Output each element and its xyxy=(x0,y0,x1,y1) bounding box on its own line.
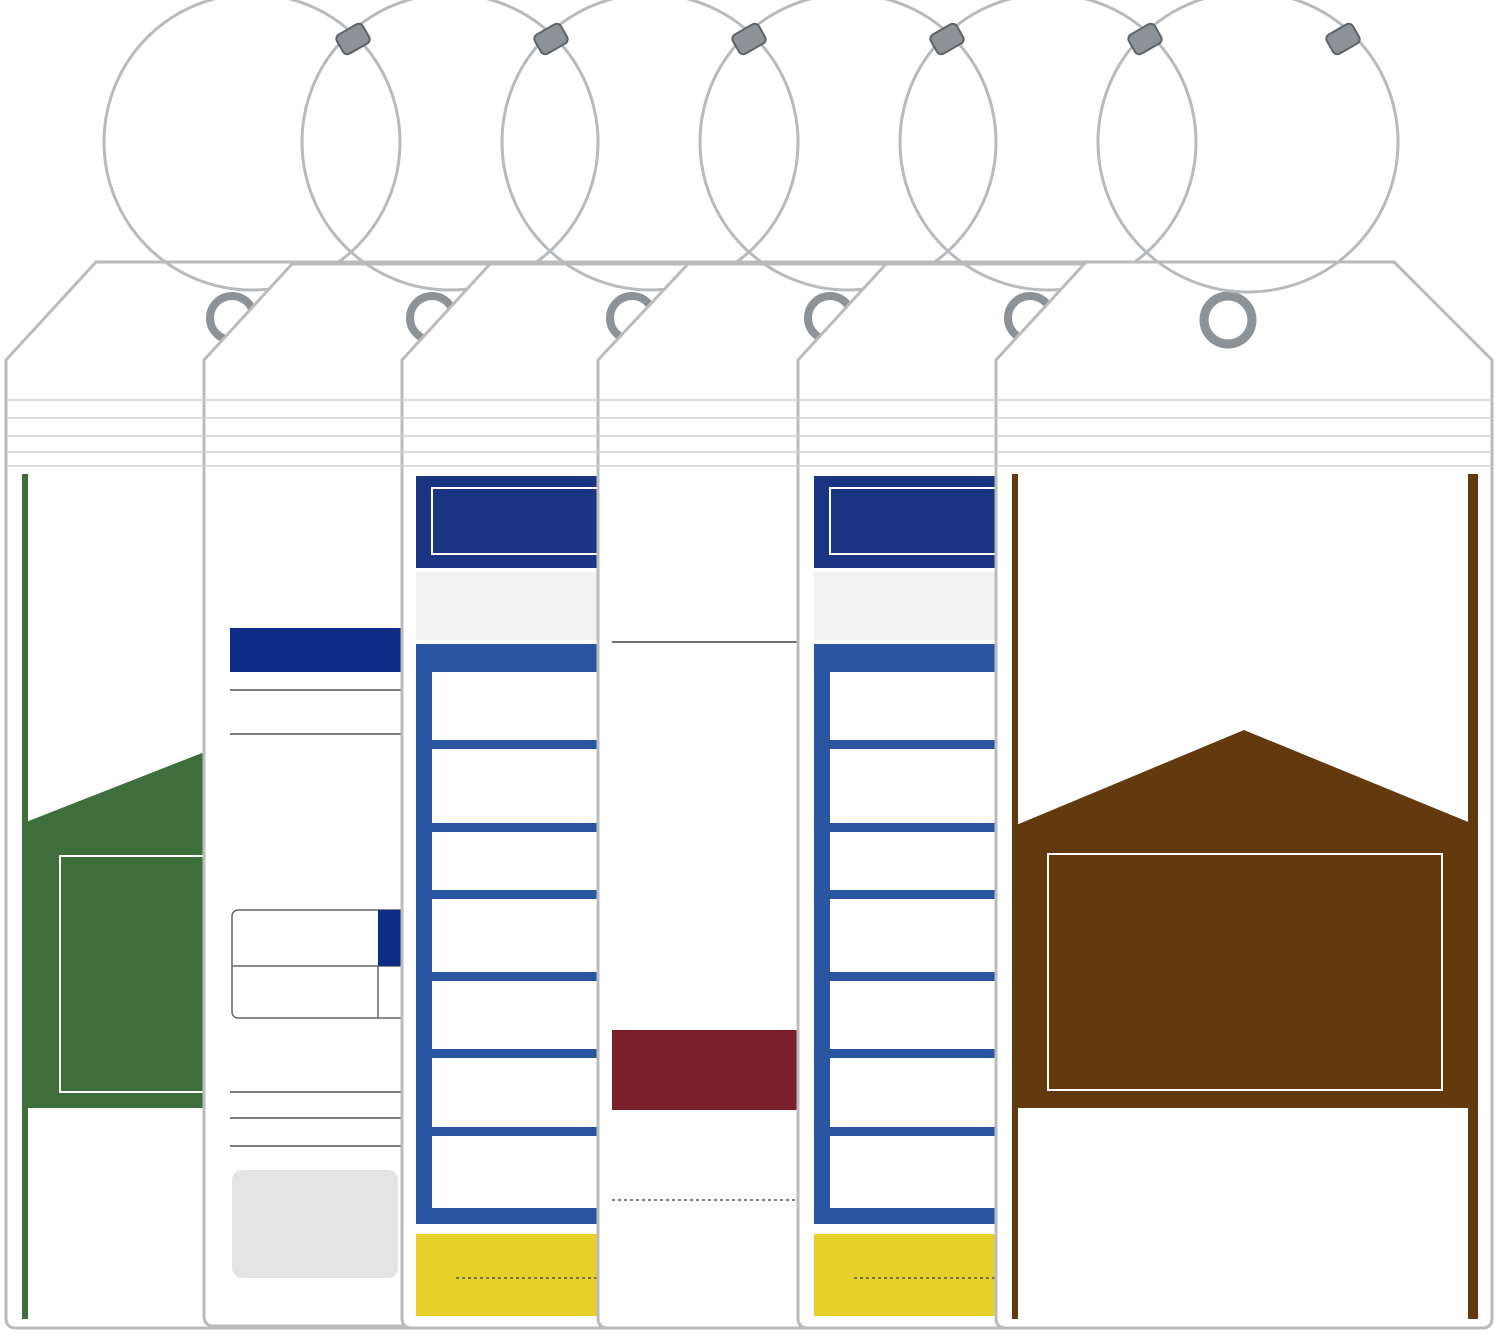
blue-grid-insert xyxy=(416,476,612,1316)
clasp-icon xyxy=(731,22,767,56)
navy-form-insert xyxy=(230,628,416,1278)
key-ring-icon xyxy=(1096,0,1400,294)
ring-clasps xyxy=(335,22,1361,56)
key-ring-icon xyxy=(102,0,402,292)
maroon-band-insert xyxy=(612,641,812,1201)
clasp-icon xyxy=(335,22,371,56)
key-ring-icon xyxy=(300,0,600,292)
key-ring-icon xyxy=(698,0,998,292)
tag-brown-house xyxy=(994,0,1494,1330)
green-insert xyxy=(22,474,218,1319)
grommet xyxy=(1199,291,1257,349)
brown-house-insert xyxy=(1012,474,1478,1319)
clasp-icon xyxy=(1325,22,1361,56)
clasp-icon xyxy=(929,22,965,56)
key-ring-icon xyxy=(500,0,800,292)
blue-grid-insert xyxy=(814,476,1010,1316)
zip-seal xyxy=(8,399,1490,467)
clasp-icon xyxy=(533,22,569,56)
clasp-icon xyxy=(1127,22,1163,56)
key-ring-icon xyxy=(898,0,1198,292)
